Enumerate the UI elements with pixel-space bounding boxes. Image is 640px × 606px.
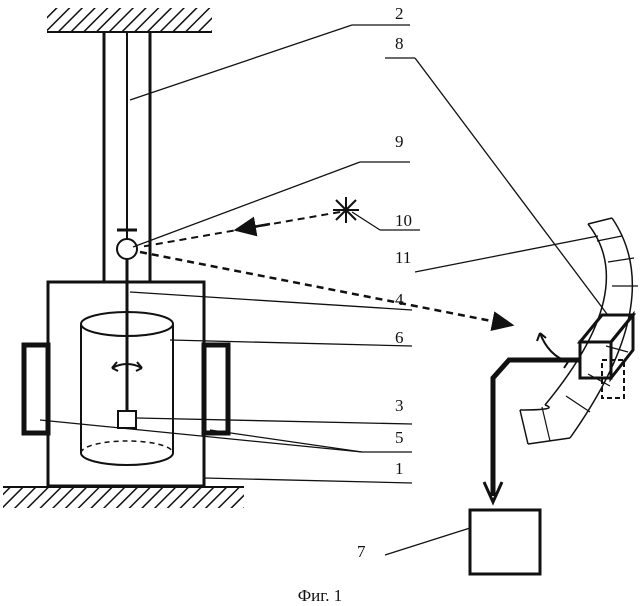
incident-beam-arrow (236, 224, 270, 230)
label-8: 8 (395, 34, 404, 53)
suspension-column (104, 32, 150, 282)
light-source-star-icon (333, 197, 359, 223)
sample (118, 411, 136, 428)
label-9: 9 (395, 132, 404, 151)
label-6: 6 (395, 328, 404, 347)
figure-caption: Фиг. 1 (298, 586, 343, 605)
label-4: 4 (395, 290, 404, 309)
ceiling-support (47, 8, 212, 32)
recorder-box (470, 510, 540, 574)
leader-lines (40, 25, 607, 555)
label-3: 3 (395, 396, 404, 415)
label-7: 7 (357, 542, 366, 561)
label-2: 2 (395, 4, 404, 23)
label-11: 11 (395, 248, 411, 267)
signal-cable (493, 360, 580, 496)
label-10: 10 (395, 211, 412, 230)
label-5: 5 (395, 428, 404, 447)
label-1: 1 (395, 459, 404, 478)
detector-block (580, 315, 633, 398)
rotation-arrow-detector (537, 333, 568, 368)
reflected-beam (140, 252, 512, 325)
floor (3, 488, 244, 508)
mirror-element (117, 230, 137, 259)
